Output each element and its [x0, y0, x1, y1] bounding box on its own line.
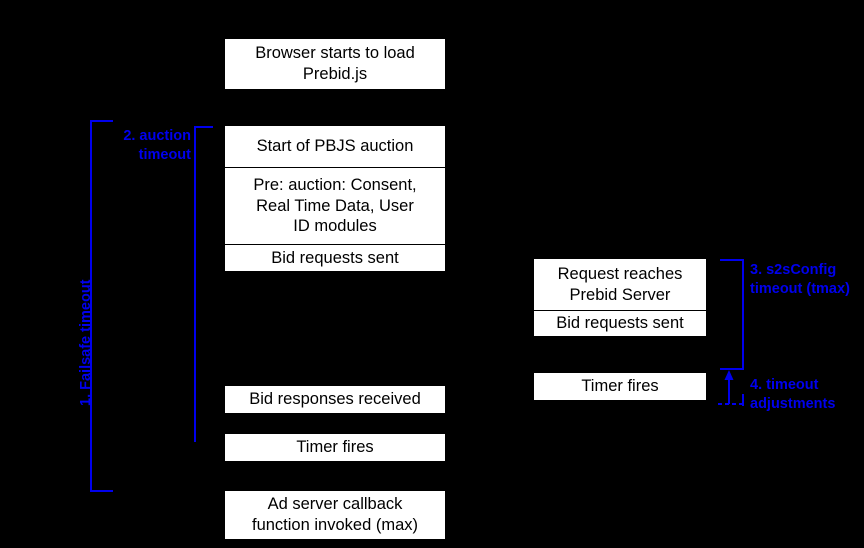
- failsafe-bracket-spine: [90, 120, 92, 492]
- process-box-bid-requests-sent: Bid requests sent: [225, 244, 445, 271]
- process-box-timer-fires-server: Timer fires: [534, 373, 706, 400]
- auction-timeout-bracket-spine: [194, 126, 196, 442]
- annotation-failsafe-timeout: 1. Failsafe timeout: [78, 279, 94, 406]
- process-box-bid-responses-received: Bid responses received: [225, 386, 445, 413]
- process-box-request-reaches-server: Request reaches Prebid Server: [534, 259, 706, 310]
- s2sconfig-bracket-spine: [742, 259, 744, 370]
- failsafe-bracket-top-tick: [90, 120, 113, 122]
- auction-timeout-bracket-top-tick: [194, 126, 213, 128]
- process-box-timer-fires-client: Timer fires: [225, 434, 445, 461]
- process-box-pre-auction-modules: Pre: auction: Consent, Real Time Data, U…: [225, 167, 445, 244]
- annotation-s2sconfig-timeout: 3. s2sConfig timeout (tmax): [750, 262, 850, 297]
- timeout-adjustment-arrow-icon: [718, 370, 744, 406]
- process-box-ad-server-callback: Ad server callback function invoked (max…: [225, 491, 445, 539]
- s2sconfig-bracket-bottom-tick: [720, 368, 744, 370]
- process-box-start-auction: Start of PBJS auction: [225, 126, 445, 167]
- process-box-bid-requests-sent-server: Bid requests sent: [534, 310, 706, 336]
- annotation-auction-timeout: 2. auction timeout: [123, 128, 191, 163]
- process-box-browser-load: Browser starts to load Prebid.js: [225, 39, 445, 89]
- annotation-timeout-adjustments: 4. timeout adjustments: [750, 377, 836, 412]
- failsafe-bracket-bottom-tick: [90, 490, 113, 492]
- s2sconfig-bracket-top-tick: [720, 259, 744, 261]
